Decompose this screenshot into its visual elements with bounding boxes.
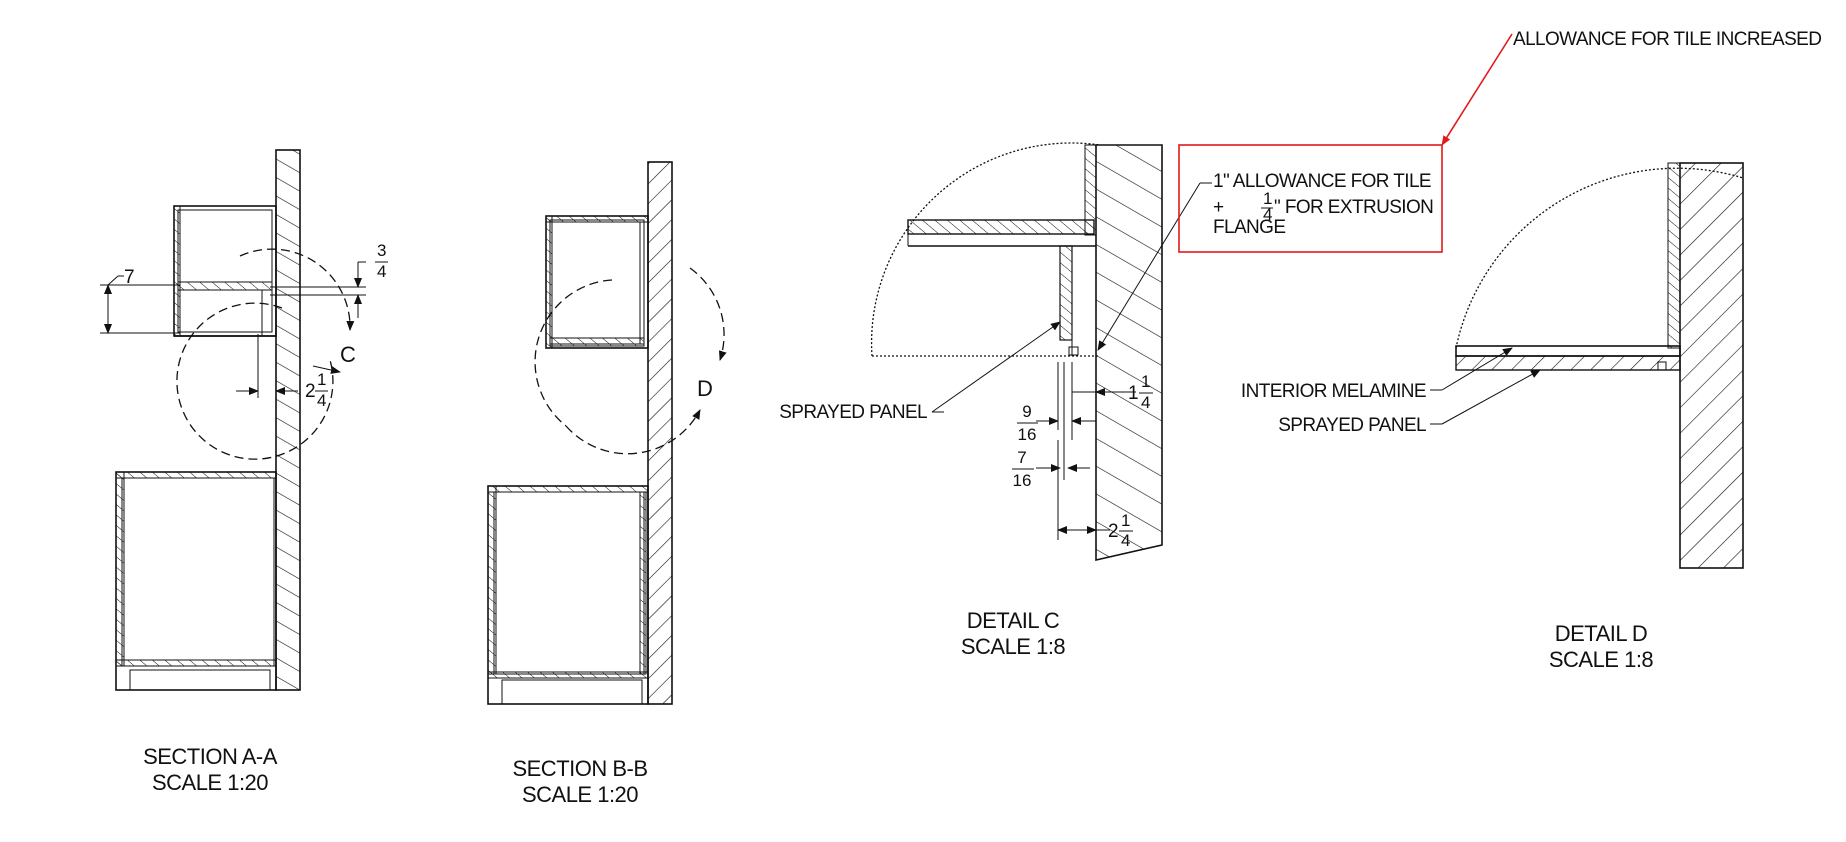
section-aa-title: SECTION A-A [143, 744, 278, 769]
svg-text:" FOR EXTRUSION: " FOR EXTRUSION [1274, 197, 1433, 218]
svg-text:4: 4 [1263, 205, 1272, 224]
svg-text:1: 1 [317, 370, 326, 389]
section-bb-scale: SCALE 1:20 [522, 782, 638, 807]
bottom-panel-d [1455, 345, 1681, 357]
wall-d [1679, 162, 1744, 569]
detail-c-scale: SCALE 1:8 [961, 634, 1066, 659]
svg-text:4: 4 [317, 391, 326, 410]
upper-cabinet-bb [545, 215, 649, 349]
revision-note: 1" ALLOWANCE FOR TILE + 1 4 " FOR EXTRUS… [1178, 29, 1822, 253]
label-interior-melamine: INTERIOR MELAMINE [1241, 381, 1426, 402]
wall-c [1095, 144, 1163, 562]
detail-c-title: DETAIL C [967, 608, 1060, 633]
dim-seven-sixteenths: 7 16 [1012, 362, 1090, 490]
svg-text:1: 1 [1128, 383, 1138, 404]
label-sprayed-panel-d: SPRAYED PANEL [1278, 415, 1426, 436]
revision-note-text: ALLOWANCE FOR TILE INCREASED [1513, 29, 1821, 50]
svg-text:1" ALLOWANCE FOR TILE: 1" ALLOWANCE FOR TILE [1213, 171, 1431, 192]
upper-cabinet-aa [173, 205, 277, 337]
detail-d-title: DETAIL D [1555, 621, 1648, 646]
wall-aa [275, 149, 301, 691]
svg-text:4: 4 [1141, 393, 1150, 412]
section-bb-title: SECTION B-B [512, 756, 647, 781]
svg-text:9: 9 [1022, 402, 1031, 421]
svg-text:7: 7 [124, 267, 134, 288]
dim-nine-sixteenths: 9 16 [1017, 362, 1096, 444]
dim-one-quarter-c: 1 1 4 [1072, 372, 1153, 412]
cabinet-bottom-c [907, 219, 1095, 235]
detail-d-scale: SCALE 1:8 [1549, 647, 1654, 672]
label-sprayed-panel-c: SPRAYED PANEL [779, 402, 927, 423]
svg-text:+: + [1213, 197, 1224, 218]
svg-text:7: 7 [1017, 448, 1026, 467]
detail-circle-d [534, 279, 613, 427]
detail-d: INTERIOR MELAMINE SPRAYED PANEL DETAIL D… [1241, 162, 1744, 672]
svg-text:4: 4 [377, 262, 386, 281]
svg-text:3: 3 [377, 241, 386, 260]
lower-cabinet-aa [115, 471, 277, 691]
svg-text:1: 1 [1121, 511, 1130, 530]
svg-text:16: 16 [1018, 425, 1037, 444]
svg-text:4: 4 [1121, 531, 1130, 550]
callout-d: D [697, 376, 713, 401]
callout-c: C [340, 342, 356, 367]
dim-two-quarter-aa: 2 1 4 [236, 334, 328, 410]
svg-text:2: 2 [305, 381, 315, 402]
dim-7: 7 [100, 267, 180, 334]
dim-three-quarter: 3 4 [270, 241, 388, 318]
section-aa: C 7 3 4 2 1 [100, 149, 388, 795]
lower-cabinet-bb [487, 485, 649, 705]
sprayed-panel-c [1059, 245, 1073, 341]
svg-text:1: 1 [1141, 372, 1150, 391]
revision-box [1178, 144, 1443, 253]
wall-bb [647, 161, 673, 705]
svg-text:2: 2 [1108, 521, 1118, 542]
section-bb: D SECTION B-B SCALE 1:20 [487, 161, 727, 807]
detail-circle-c [176, 302, 334, 460]
svg-text:16: 16 [1013, 471, 1032, 490]
svg-text:FLANGE: FLANGE [1213, 217, 1285, 238]
section-aa-scale: SCALE 1:20 [152, 770, 268, 795]
detail-c-boundary [870, 142, 1101, 357]
detail-c: SPRAYED PANEL 1 1 4 9 16 [779, 142, 1212, 659]
dim-two-quarter-c: 2 1 4 [1057, 440, 1133, 550]
svg-text:1: 1 [1263, 189, 1272, 208]
